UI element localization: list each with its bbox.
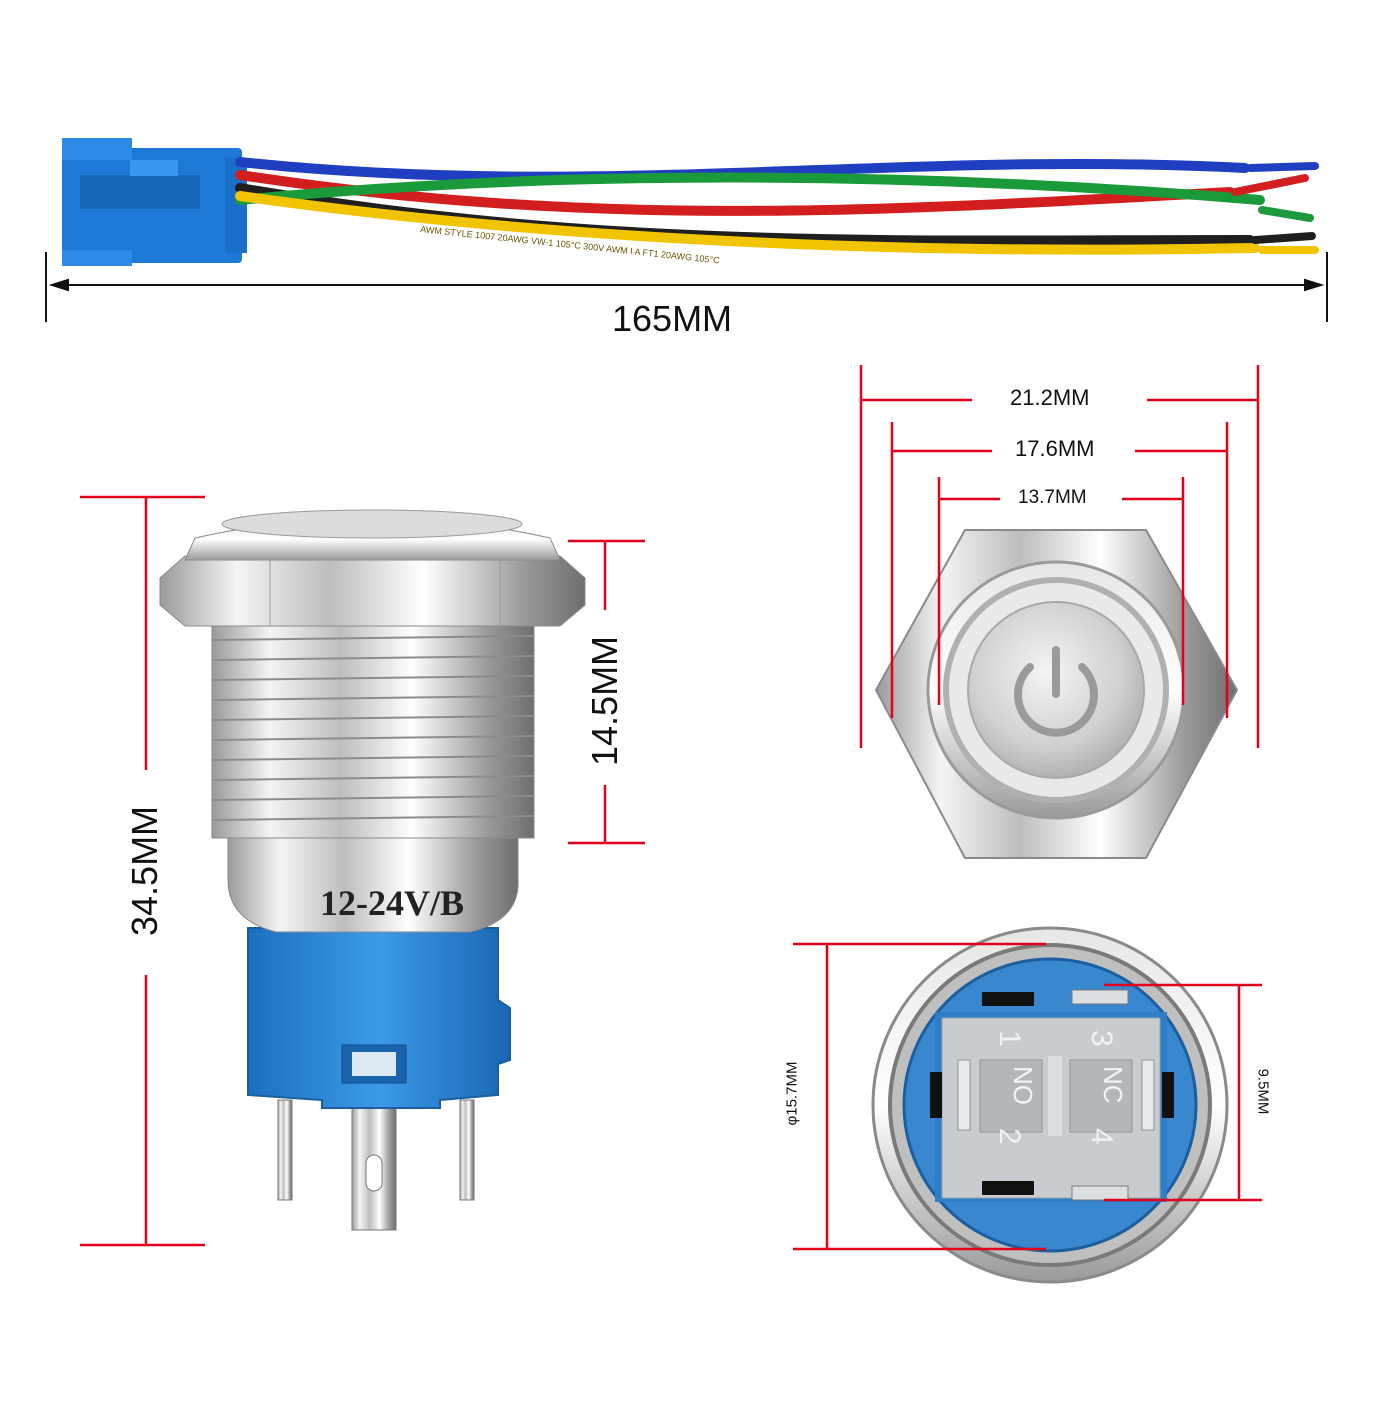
thread-dimension [568,539,645,845]
rear-dimensions [793,942,1262,1251]
thread-length-label: 14.5MM [584,635,625,766]
terminal-4-label: 4 [1085,1128,1118,1145]
no-label: NO [1008,1066,1038,1105]
terminal-2-label: 2 [993,1128,1026,1145]
pin-spacing-label: 9.5MM [1254,1068,1272,1115]
switch-front-view [874,529,1239,859]
switch-rear-view: 1 3 2 4 NO NC [871,926,1229,1284]
front-outer-diameter-label: 21.2MM [1010,385,1090,410]
length-dimension [45,252,1328,322]
height-dimension [80,495,205,1247]
body-marking: 12-24V/B [320,883,464,923]
connector [62,138,247,266]
height-label: 34.5MM [124,805,165,936]
nc-label: NC [1098,1066,1128,1104]
power-icon [1014,646,1098,737]
front-inner-diameter-label: 13.7MM [1018,487,1087,508]
wire-ends [1231,162,1319,254]
wire-harness: AWM STYLE 1007 20AWG VW-1 105°C 300V AWM… [62,138,1319,266]
terminal-1-label: 1 [993,1030,1026,1047]
rear-diameter-label: φ15.7MM [783,1061,801,1126]
terminal-3-label: 3 [1085,1030,1118,1047]
thread-lines [211,635,535,821]
front-dimensions [859,365,1260,748]
front-mid-diameter-label: 17.6MM [1015,436,1095,461]
wires [235,157,1265,255]
switch-side-view: 12-24V/B [159,509,586,1231]
harness-length-label: 165MM [612,298,733,339]
